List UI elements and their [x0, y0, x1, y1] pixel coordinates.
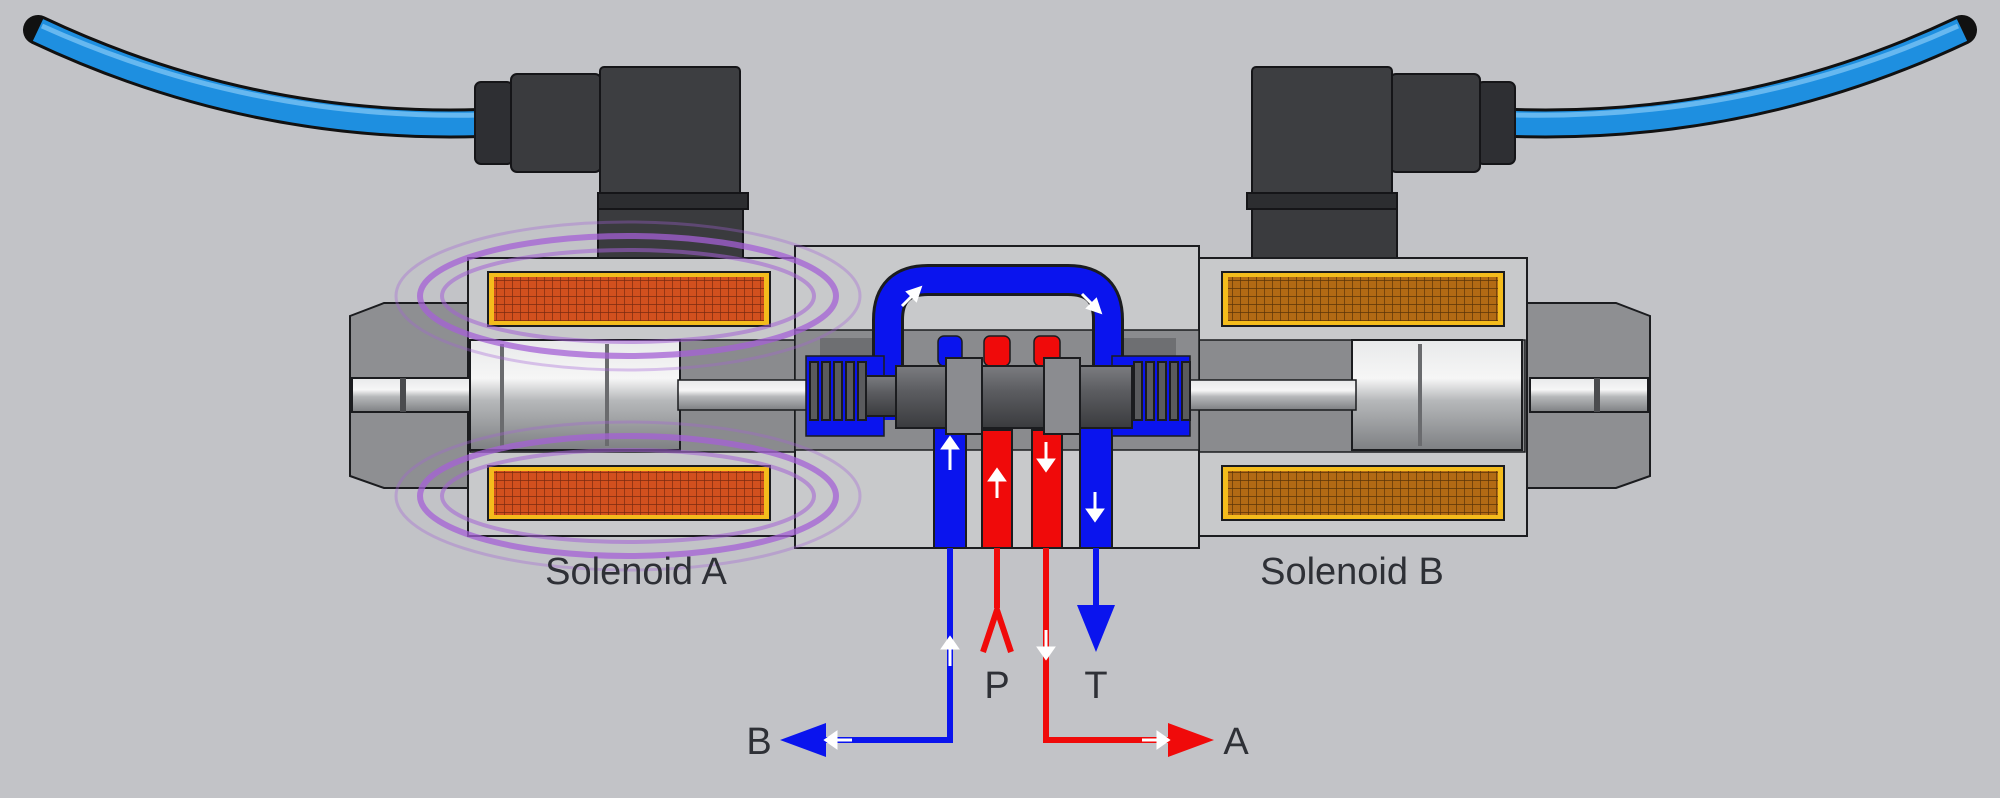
arrow-b: [780, 723, 826, 757]
arrow-a: [1168, 723, 1214, 757]
port-a-label: A: [1223, 721, 1249, 763]
flow-arrows: [823, 285, 1171, 750]
line-b: [780, 548, 953, 757]
port-t-label: T: [1084, 665, 1107, 707]
solenoid-a-label: Solenoid A: [545, 551, 727, 593]
armature-right: [1117, 339, 1649, 451]
solenoid-b-label: Solenoid B: [1260, 551, 1444, 593]
cable-left: [23, 15, 495, 139]
line-a: [1043, 548, 1214, 757]
magnetic-field-a: [394, 220, 862, 572]
line-p: [980, 548, 1014, 653]
port-p-label: P: [984, 665, 1009, 707]
spring-left: [809, 361, 867, 421]
cable-right: [1500, 15, 1977, 139]
connector-right: [1246, 66, 1516, 260]
arrow-t: [1077, 605, 1115, 652]
port-b-label: B: [746, 721, 771, 763]
line-t: [1077, 548, 1115, 652]
spool: [865, 357, 1133, 435]
spring-right: [1133, 361, 1191, 421]
